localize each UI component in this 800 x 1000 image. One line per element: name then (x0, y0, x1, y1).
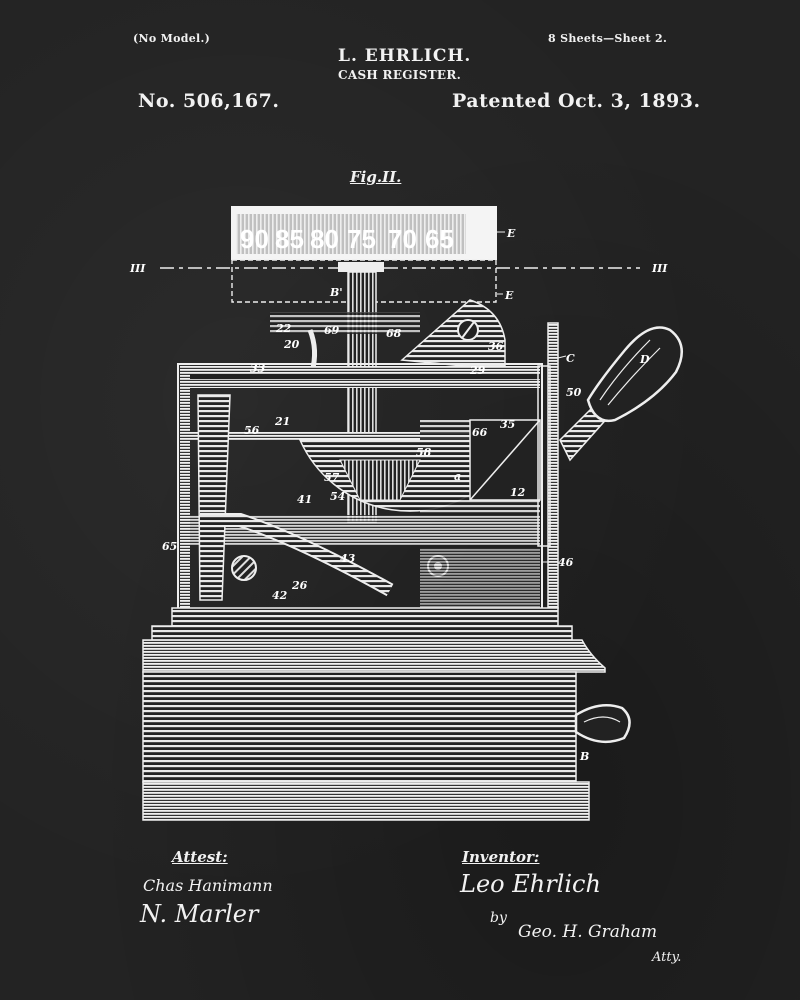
section-marker-left: III (129, 262, 146, 275)
by-label: by (490, 910, 507, 926)
attorney-signature: Geo. H. Graham (518, 922, 658, 942)
label-43: 43 (340, 552, 356, 565)
dial-number-75: 75 (347, 224, 376, 254)
label-69: 69 (324, 324, 340, 337)
label-50: 50 (566, 386, 582, 399)
label-65: 65 (162, 540, 177, 553)
label-E-bottom: E (504, 289, 514, 302)
inventor-signature: Leo Ehrlich (460, 870, 601, 898)
label-54: 54 (330, 490, 345, 503)
indicator-dial: 90 85 80 75 70 65 E E (231, 206, 516, 303)
label-56: 56 (244, 424, 260, 437)
crank-assembly: C 50 D (537, 322, 683, 609)
label-E-top: E (506, 227, 516, 240)
label-42: 42 (272, 589, 288, 602)
invention-title: CASH REGISTER. (338, 68, 462, 82)
label-C: C (566, 352, 575, 365)
label-41: 41 (297, 493, 312, 506)
upper-mechanism: 22 69 68 20 36 (270, 299, 506, 373)
section-line: III III (129, 262, 668, 275)
dial-number-85: 85 (275, 224, 304, 254)
dial-number-90: 90 (240, 224, 269, 254)
patent-number: No. 506,167. (138, 90, 280, 112)
label-B: B (579, 750, 589, 763)
label-29: 29 (469, 364, 486, 377)
inventor-heading: Inventor: (462, 848, 540, 866)
label-58: 58 (416, 446, 432, 459)
label-20: 20 (283, 338, 300, 351)
sheet-info: 8 Sheets—Sheet 2. (548, 32, 668, 45)
dial-number-65: 65 (425, 224, 454, 254)
label-21: 21 (274, 415, 290, 428)
attorney-suffix: Atty. (652, 950, 682, 965)
label-33: 33 (250, 362, 266, 375)
label-36: 36 (488, 340, 504, 353)
witness-signature-2: N. Marler (140, 900, 259, 928)
label-57: 57 (324, 471, 340, 484)
section-marker-right: III (651, 262, 668, 275)
label-12: 12 (510, 486, 526, 499)
label-68: 68 (386, 327, 402, 340)
label-26: 26 (291, 579, 308, 592)
label-66: 66 (472, 426, 488, 439)
figure-title: Fig.II. (350, 168, 402, 186)
base-cabinet: B (142, 607, 631, 821)
witness-signature-1: Chas Hanimann (143, 876, 273, 895)
label-22: 22 (275, 322, 292, 335)
label-D: D (639, 353, 650, 366)
patent-date: Patented Oct. 3, 1893. (452, 90, 701, 112)
dial-number-80: 80 (310, 224, 339, 254)
label-a: a (454, 470, 461, 483)
model-note: (No Model.) (133, 32, 211, 45)
label-B-prime: B' (329, 286, 343, 299)
inventor-name: L. EHRLICH. (338, 46, 472, 66)
main-frame: 33 29 21 56 35 66 58 a 12 57 54 41 65 43… (162, 362, 574, 611)
attest-heading: Attest: (172, 848, 228, 866)
dial-number-70: 70 (388, 224, 417, 254)
label-46: 46 (558, 556, 574, 569)
label-35: 35 (500, 418, 515, 431)
